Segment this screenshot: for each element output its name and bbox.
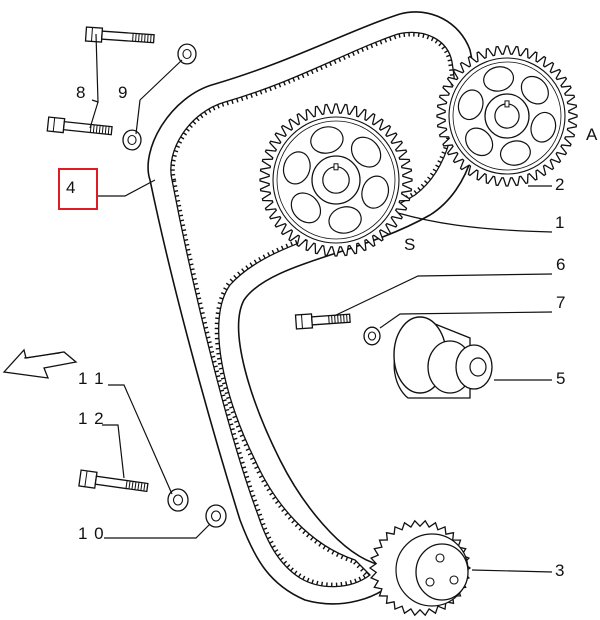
washer-10 (205, 504, 227, 528)
bolt-6 (294, 313, 351, 330)
callout-1[interactable]: 1 (555, 213, 566, 232)
leader-lines (89, 33, 553, 573)
callout-11[interactable]: 1 1 (78, 369, 105, 388)
callout-10[interactable]: 1 0 (78, 524, 105, 543)
callout-2[interactable]: 2 (555, 175, 566, 194)
leader-1 (397, 212, 553, 233)
pulleys (259, 45, 578, 617)
leader-3 (471, 569, 553, 573)
leader-6 (333, 273, 553, 317)
bolt-8-lower (46, 116, 113, 136)
bolt-12 (78, 469, 149, 493)
callout-4[interactable]: 4 (66, 178, 77, 197)
leader-10 (104, 523, 211, 539)
camshaft-pulley-1 (259, 103, 413, 257)
timing-belt[interactable] (147, 11, 480, 605)
bolt-8-upper (84, 26, 155, 44)
label-a: A (586, 125, 599, 144)
washer-7 (363, 326, 381, 346)
tensioner-5 (393, 316, 493, 399)
camshaft-pulley-2 (436, 45, 578, 187)
washer-11 (167, 488, 189, 512)
washer-9-lower (122, 129, 142, 151)
washer-9-upper (177, 43, 197, 65)
callout-9[interactable]: 9 (118, 83, 129, 102)
leader-11 (108, 384, 173, 495)
belt-outer-edge (147, 11, 480, 605)
callout-5[interactable]: 5 (556, 369, 567, 388)
fasteners (46, 26, 381, 528)
direction-arrow-icon (2, 348, 78, 379)
label-s: S (404, 235, 417, 254)
leader-12 (102, 424, 125, 479)
callout-8[interactable]: 8 (76, 83, 87, 102)
leader-9 (135, 59, 183, 135)
leader-4 (98, 179, 156, 197)
selected-part-highlight (58, 168, 98, 210)
leader-7 (379, 311, 553, 329)
crankshaft-pulley-3 (368, 519, 472, 617)
callout-3[interactable]: 3 (555, 561, 566, 580)
callout-12[interactable]: 1 2 (78, 409, 105, 428)
leader-8 (89, 33, 99, 129)
callout-6[interactable]: 6 (556, 255, 567, 274)
callout-7[interactable]: 7 (556, 293, 567, 312)
belt-inner-edge (170, 31, 456, 588)
